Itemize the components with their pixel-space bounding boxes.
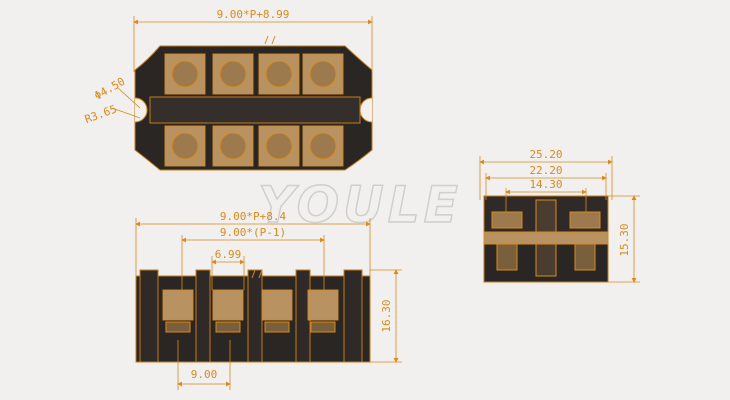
dim-front-pitch: 9.00 xyxy=(191,368,218,381)
dim-front-overall-width: 9.00*P+8.4 xyxy=(220,210,287,223)
top-screws-upper xyxy=(164,53,344,95)
top-view: 9.00*P+8.99 Φ4.50 R3.65 xyxy=(83,8,373,171)
dim-side-width-outer: 25.20 xyxy=(529,148,562,161)
dim-top-overall-width: 9.00*P+8.99 xyxy=(217,8,290,21)
front-view: 9.00*P+8.4 9.00*(P-1) 6.99 16.30 9.00 xyxy=(135,210,402,390)
top-center-bar xyxy=(149,96,361,124)
dim-side-height: 15.30 xyxy=(618,223,631,256)
dim-front-slot: 6.99 xyxy=(215,248,242,261)
front-terminals xyxy=(162,289,339,333)
dim-radius: R3.65 xyxy=(83,103,119,127)
side-washer-plate xyxy=(483,231,609,245)
dim-side-width-mid: 22.20 xyxy=(529,164,562,177)
side-view: 25.20 22.20 14.30 15.30 xyxy=(479,148,640,283)
dim-hole-diameter: Φ4.50 xyxy=(92,75,127,103)
watermark: YOULE xyxy=(258,176,462,234)
top-screws-lower xyxy=(164,125,344,167)
dim-front-span: 9.00*(P-1) xyxy=(220,226,286,239)
front-ribs xyxy=(139,269,363,363)
mounting-hole-left xyxy=(134,97,148,123)
top-break-mark xyxy=(264,35,276,45)
dim-side-width-inner: 14.30 xyxy=(529,178,562,191)
side-screws xyxy=(491,211,601,271)
front-break-mark xyxy=(251,269,263,279)
dim-front-height: 16.30 xyxy=(380,299,393,332)
